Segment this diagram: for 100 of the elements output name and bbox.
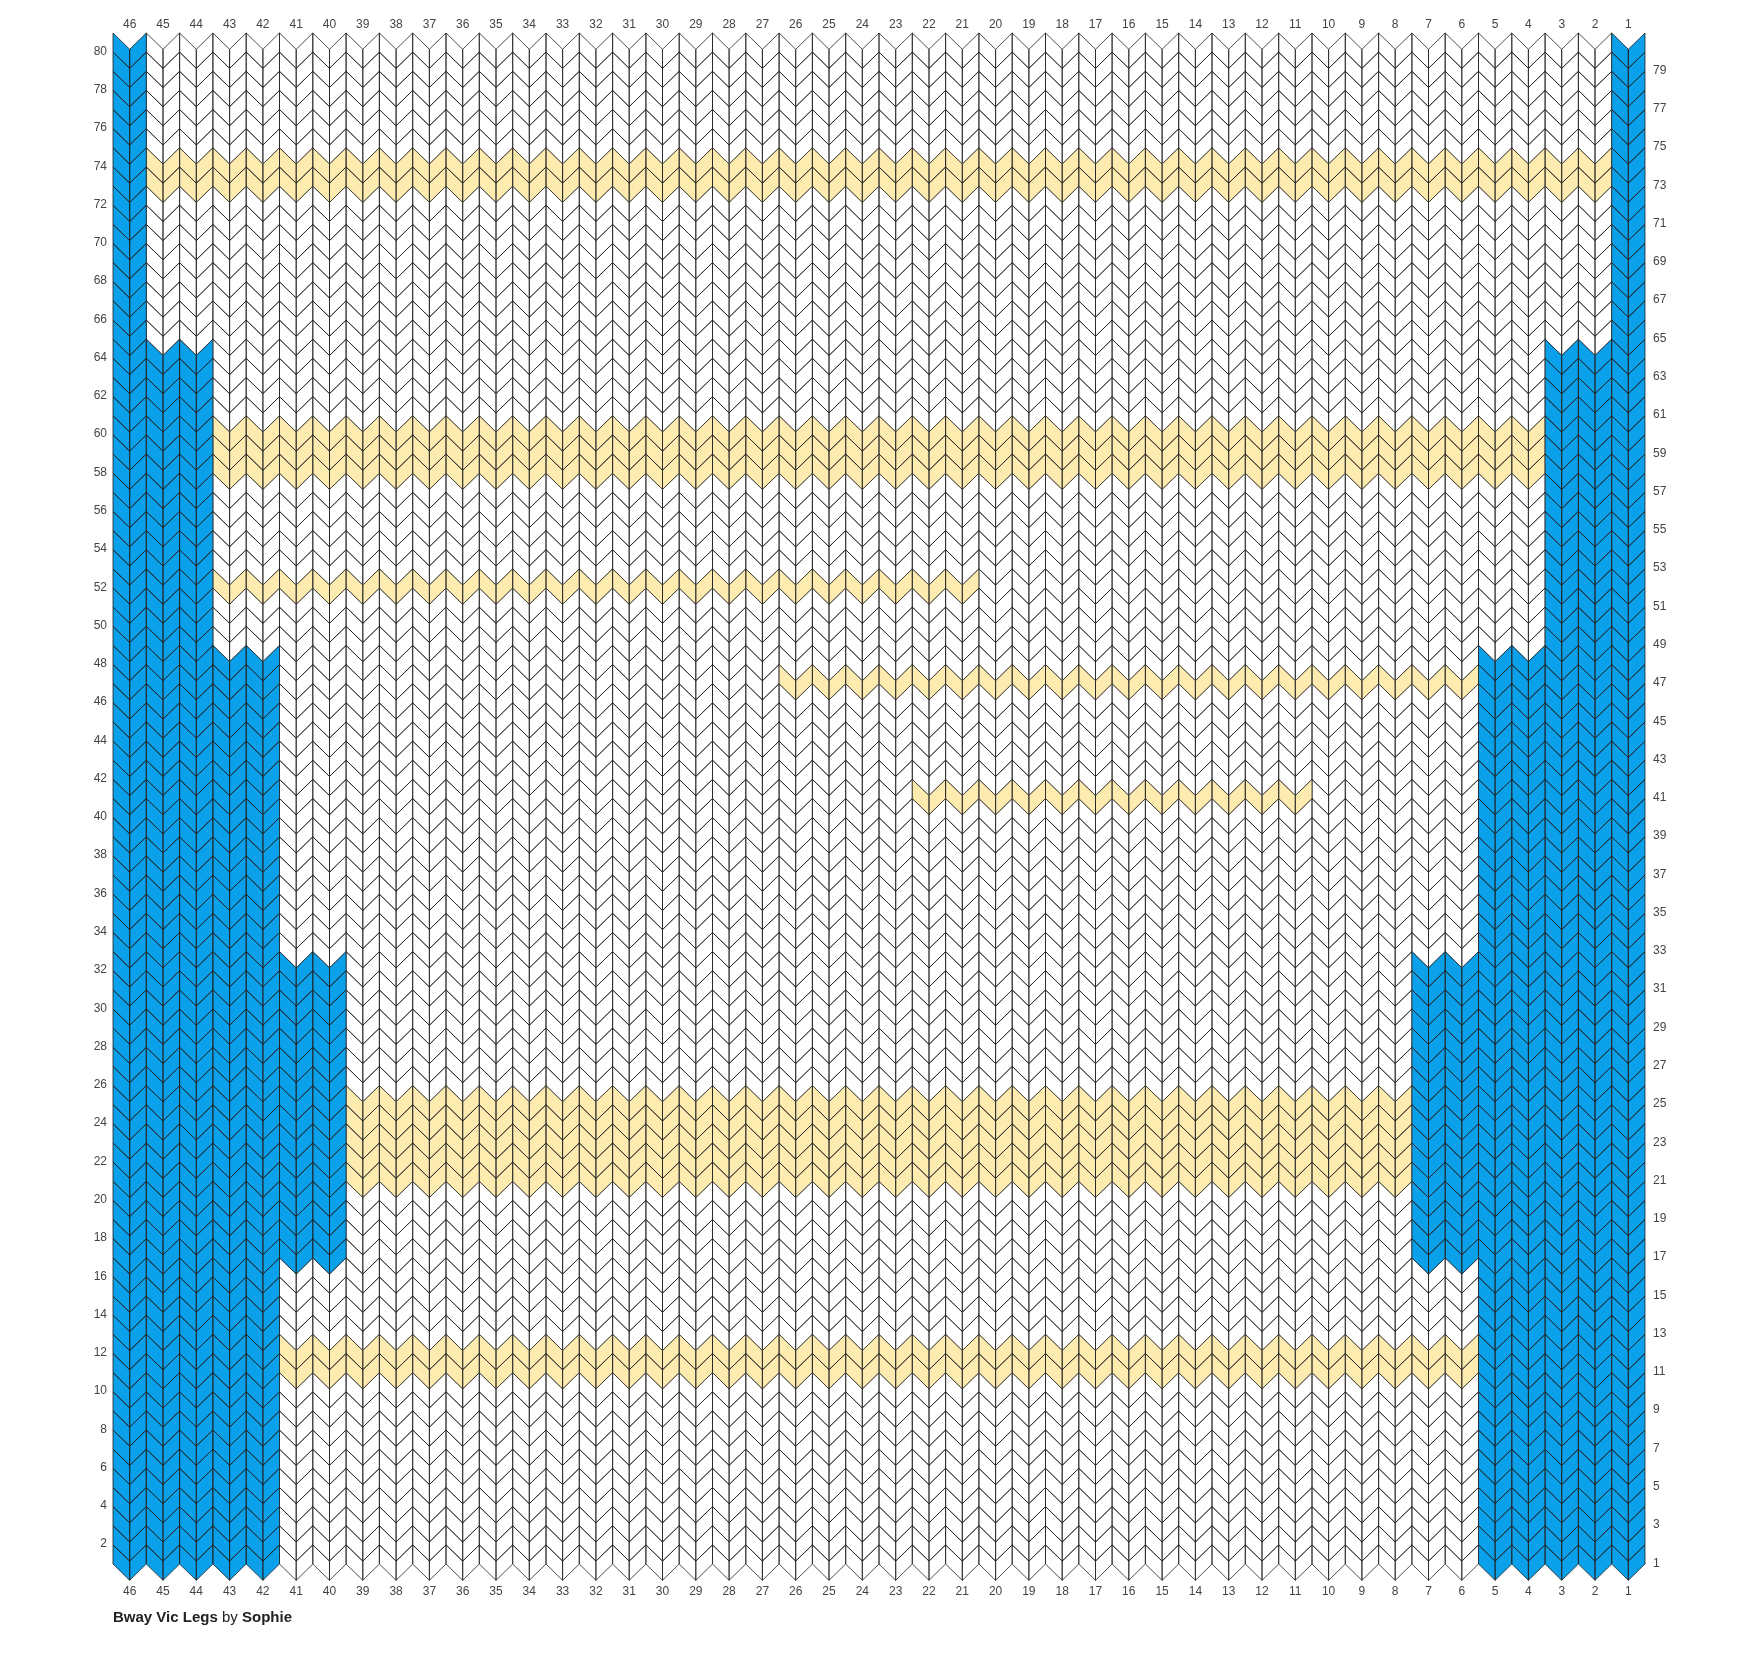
- column-number: 10: [1320, 1584, 1337, 1599]
- row-number: 59: [1653, 445, 1667, 460]
- column-number: 11: [1288, 1584, 1303, 1599]
- row-number: 36: [92, 885, 107, 900]
- column-number: 37: [421, 1584, 438, 1599]
- row-number: 62: [92, 388, 107, 403]
- column-number: 19: [1021, 17, 1037, 31]
- row-number: 45: [1653, 713, 1667, 728]
- row-number: 74: [92, 158, 107, 173]
- column-number: 44: [188, 1584, 204, 1599]
- row-number: 33: [1653, 943, 1667, 958]
- column-number: 36: [455, 1584, 471, 1599]
- row-number: 78: [92, 81, 107, 96]
- column-number: 6: [1457, 1584, 1467, 1599]
- column-number: 1: [1624, 17, 1633, 31]
- row-number: 25: [1653, 1096, 1667, 1111]
- row-number: 56: [92, 503, 107, 517]
- row-number: 2: [99, 1536, 107, 1551]
- row-number: 6: [99, 1459, 107, 1474]
- row-number: 15: [1653, 1287, 1667, 1302]
- row-number: 76: [92, 120, 107, 135]
- row-number: 70: [92, 235, 107, 250]
- row-number: 75: [1653, 139, 1667, 154]
- column-number: 46: [121, 17, 138, 31]
- column-number: 26: [788, 1584, 804, 1599]
- row-number: 7: [1653, 1440, 1660, 1455]
- row-number: 51: [1653, 598, 1667, 613]
- row-number: 79: [1653, 62, 1667, 77]
- column-number: 38: [388, 1584, 404, 1599]
- column-number: 45: [155, 17, 171, 31]
- column-number: 36: [455, 17, 471, 31]
- column-number: 30: [654, 1584, 671, 1599]
- column-number: 12: [1254, 1584, 1270, 1599]
- column-number: 25: [821, 17, 837, 31]
- column-number: 34: [521, 17, 537, 31]
- column-number: 5: [1490, 1584, 1500, 1599]
- column-number: 14: [1187, 1584, 1204, 1599]
- row-number: 44: [92, 732, 107, 747]
- column-number: 24: [854, 17, 870, 31]
- row-number: 18: [92, 1230, 107, 1245]
- row-number: 1: [1653, 1555, 1660, 1570]
- column-number: 1: [1624, 1584, 1633, 1599]
- column-number: 29: [688, 17, 704, 31]
- row-number: 34: [92, 924, 107, 938]
- column-number: 34: [521, 1584, 537, 1599]
- column-number: 39: [355, 1584, 371, 1599]
- row-number: 48: [92, 656, 107, 671]
- row-number: 65: [1653, 330, 1667, 345]
- column-number: 17: [1087, 17, 1104, 31]
- column-number: 37: [421, 17, 438, 31]
- column-number: 14: [1187, 17, 1204, 31]
- column-number: 40: [321, 1584, 338, 1599]
- row-number: 8: [99, 1421, 107, 1436]
- row-number: 27: [1653, 1058, 1667, 1072]
- column-number: 32: [588, 17, 604, 31]
- column-number: 15: [1154, 1584, 1170, 1599]
- column-number: 10: [1320, 17, 1337, 31]
- column-number: 42: [255, 1584, 271, 1599]
- row-number: 19: [1653, 1211, 1667, 1226]
- column-number: 27: [754, 17, 771, 31]
- column-number: 35: [488, 17, 504, 31]
- row-number: 66: [92, 311, 107, 326]
- row-number: 13: [1653, 1325, 1667, 1340]
- column-number: 33: [554, 17, 571, 31]
- column-number: 24: [854, 1584, 870, 1599]
- row-number: 57: [1653, 483, 1667, 498]
- column-number: 20: [987, 1584, 1004, 1599]
- column-number: 30: [654, 17, 671, 31]
- column-number: 22: [921, 1584, 937, 1599]
- column-number: 28: [721, 1584, 737, 1599]
- column-number: 40: [321, 17, 338, 31]
- row-number: 14: [92, 1306, 107, 1321]
- row-number: 42: [92, 770, 107, 785]
- row-number: 23: [1653, 1134, 1667, 1149]
- column-number: 15: [1154, 17, 1170, 31]
- row-number: 35: [1653, 904, 1667, 919]
- column-number: 46: [121, 1584, 138, 1599]
- column-number: 39: [355, 17, 371, 31]
- column-number: 43: [221, 17, 238, 31]
- column-number: 16: [1121, 17, 1137, 31]
- chart-title: Bway Vic Legs by Sophie: [113, 1608, 292, 1625]
- column-number: 12: [1254, 17, 1270, 31]
- row-number: 68: [92, 273, 107, 288]
- row-number: 69: [1653, 254, 1667, 269]
- column-number: 13: [1221, 1584, 1237, 1599]
- column-number: 41: [288, 1584, 304, 1599]
- column-number: 41: [288, 17, 304, 31]
- column-number: 8: [1390, 17, 1400, 31]
- column-number: 7: [1424, 1584, 1433, 1599]
- column-number: 28: [721, 17, 737, 31]
- column-number: 44: [188, 17, 204, 31]
- column-number: 22: [921, 17, 937, 31]
- row-number: 80: [92, 43, 107, 58]
- column-number: 23: [887, 1584, 904, 1599]
- column-number: 8: [1390, 1584, 1400, 1599]
- row-number: 22: [92, 1153, 107, 1168]
- row-number: 46: [92, 694, 107, 709]
- row-number: 21: [1653, 1172, 1667, 1187]
- column-number: 4: [1524, 1584, 1533, 1599]
- row-number: 4: [99, 1498, 107, 1513]
